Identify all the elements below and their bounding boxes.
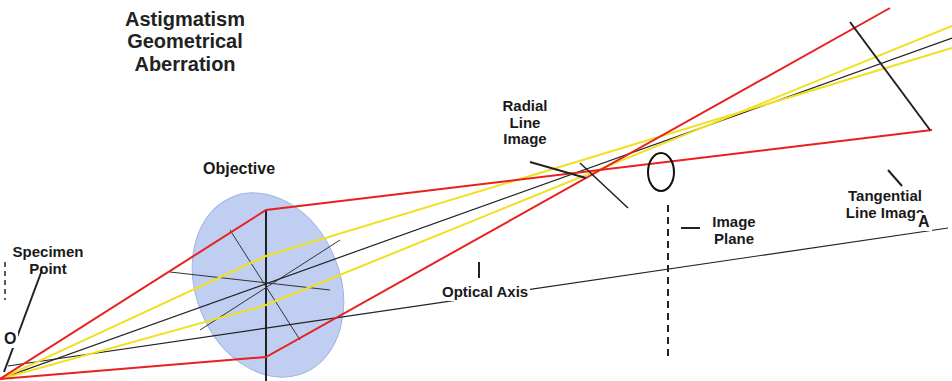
tangential-ray	[0, 8, 890, 379]
leader-line	[681, 227, 700, 229]
leader-line	[4, 270, 42, 372]
radial-image-label: Radial Line Image	[490, 98, 560, 148]
lens-plane	[265, 210, 267, 381]
leader-line	[478, 262, 480, 278]
image-plane-label: Image Plane	[704, 214, 764, 247]
image-plane	[667, 205, 669, 358]
tangential-image-label: Tangential Line Image	[845, 188, 925, 221]
optical-axis	[8, 228, 948, 366]
tangential-ray	[0, 130, 932, 379]
diagram-title: Astigmatism Geometrical Aberration	[80, 8, 290, 75]
lens-line	[230, 230, 300, 340]
tangential-line-image	[850, 22, 930, 130]
sagittal-ray	[0, 26, 952, 379]
axis-end-letter: A	[916, 213, 932, 231]
chief-ray	[0, 38, 952, 379]
optical-axis-label: Optical Axis	[440, 284, 530, 301]
origin-letter: O	[2, 330, 18, 348]
blur-circle	[648, 153, 674, 191]
sagittal-ray	[0, 48, 952, 379]
objective-label: Objective	[203, 160, 275, 178]
radial-line-image	[580, 163, 628, 208]
specimen-label: Specimen Point	[8, 244, 88, 277]
lens-line	[170, 272, 330, 290]
leader-line	[530, 162, 586, 178]
object-plane	[4, 262, 6, 300]
leader-line	[888, 170, 902, 186]
